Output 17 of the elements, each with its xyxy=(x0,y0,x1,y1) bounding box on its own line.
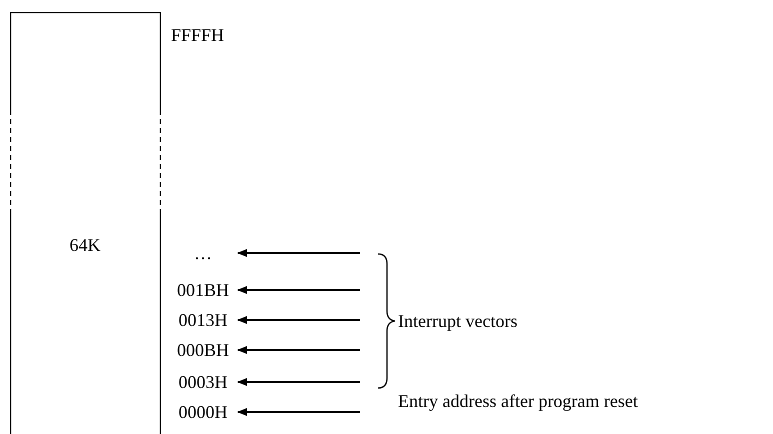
arrow xyxy=(237,378,360,386)
address-label: 0003H xyxy=(170,371,236,393)
note-text: Entry address after program reset xyxy=(398,390,638,412)
arrow xyxy=(237,249,360,257)
arrow xyxy=(237,316,360,324)
address-label: FFFFH xyxy=(171,24,224,46)
arrow xyxy=(237,346,360,354)
address-label: 0000H xyxy=(170,401,236,423)
memory-column xyxy=(10,12,161,434)
address-label: … xyxy=(170,242,236,264)
address-label: 000BH xyxy=(170,339,236,361)
address-label: 001BH xyxy=(170,279,236,301)
group-label: Interrupt vectors xyxy=(398,310,518,332)
memory-size-label: 64K xyxy=(68,234,102,256)
arrow xyxy=(237,286,360,294)
address-label: 0013H xyxy=(170,309,236,331)
arrow xyxy=(237,408,360,416)
